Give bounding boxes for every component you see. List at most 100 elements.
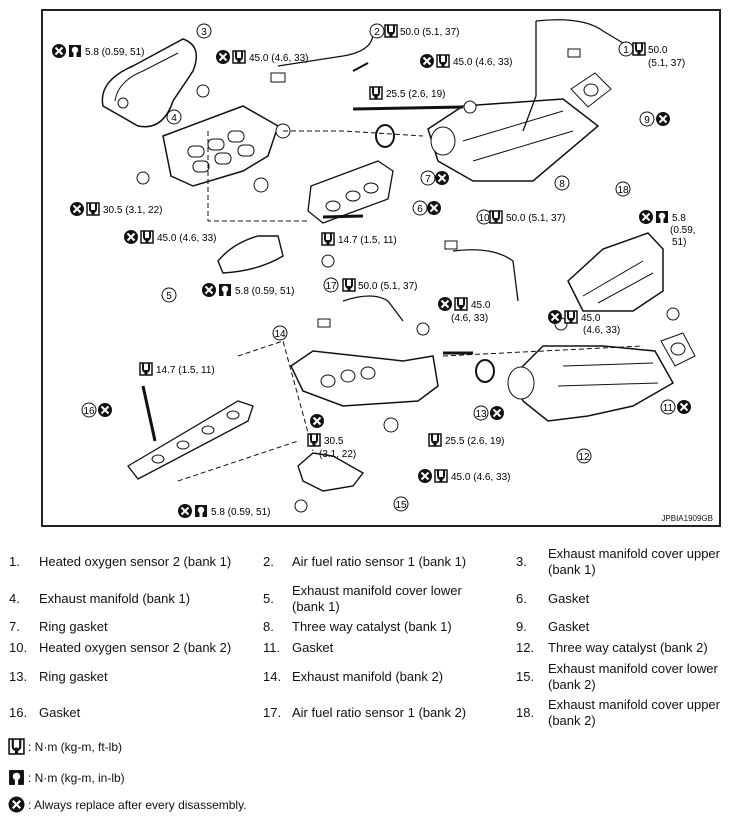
- svg-text:45.0: 45.0: [471, 300, 491, 311]
- torque-t9-nut-bank2: 30.5 (3.1, 22): [307, 433, 356, 460]
- svg-text:45.0 (4.6, 33): 45.0 (4.6, 33): [451, 472, 510, 483]
- part-name: Air fuel ratio sensor 1 (bank 2): [292, 705, 467, 720]
- part-name: Heated oxygen sensor 2 (bank 1): [39, 554, 232, 569]
- torque-t3-cover-lower-bank2: 5.8 (0.59, 51): [177, 503, 270, 519]
- part-number: 8.: [263, 619, 274, 634]
- exhaust-exploded-diagram: 1 2 3 4 5 6 7 8 9 10 11 12 13 14 15 16 1…: [41, 9, 721, 527]
- torque-t1-sensor2: 50.0 (5.1, 37): [384, 24, 459, 38]
- svg-text:5.8 (0.59, 51): 5.8 (0.59, 51): [235, 286, 294, 297]
- torque-t4-stud: 25.5 (2.6, 19): [369, 86, 445, 100]
- torque-t1-bank1-sensor1: 50.0 (5.1, 37): [632, 42, 685, 69]
- torque-t2-nut-bank2: 45.0 (4.6, 33): [417, 468, 510, 484]
- svg-text:10: 10: [478, 213, 490, 224]
- part-number: 15.: [516, 669, 535, 684]
- svg-text:51): 51): [672, 237, 686, 248]
- callout-16: 16: [81, 402, 97, 418]
- part-number: 5.: [263, 591, 274, 606]
- callout-18: 18: [615, 181, 631, 197]
- svg-text:8: 8: [559, 179, 565, 190]
- svg-text:45.0 (4.6, 33): 45.0 (4.6, 33): [157, 233, 216, 244]
- part-number: 14.: [263, 669, 282, 684]
- svg-text:5: 5: [166, 291, 172, 302]
- svg-text:14.7 (1.5, 11): 14.7 (1.5, 11): [338, 235, 397, 246]
- svg-text:(0.59,: (0.59,: [670, 225, 696, 236]
- legend-replace: : Always replace after every disassembly…: [8, 796, 247, 813]
- part-name: Air fuel ratio sensor 1 (bank 1): [292, 554, 467, 569]
- svg-text:16: 16: [83, 406, 95, 417]
- part-number: 18.: [516, 705, 535, 720]
- callout-12: 12: [576, 448, 592, 464]
- svg-text:3: 3: [201, 27, 207, 38]
- callout-10: 10: [476, 209, 492, 225]
- svg-text:45.0 (4.6, 33): 45.0 (4.6, 33): [249, 53, 308, 64]
- svg-text:7: 7: [425, 174, 431, 185]
- callout-8: 8: [554, 175, 570, 191]
- part-number: 11.: [263, 640, 281, 655]
- replace-icon: [8, 796, 25, 813]
- svg-text:25.5 (2.6, 19): 25.5 (2.6, 19): [386, 89, 445, 100]
- part-name: Gasket: [548, 591, 590, 606]
- legend-inlb: : N·m (kg-m, in-lb): [8, 769, 125, 786]
- svg-text:15: 15: [395, 500, 407, 511]
- torque-t2-lower: 45.0 (4.6, 33): [123, 229, 216, 245]
- part-name: Gasket: [548, 619, 590, 634]
- part-name: Three way catalyst (bank 1): [292, 619, 452, 634]
- svg-text:(4.6, 33): (4.6, 33): [451, 313, 488, 324]
- torque-t3-cover-upper: 5.8 (0.59, 51): [51, 43, 144, 59]
- part-number: 4.: [9, 591, 20, 606]
- svg-text:4: 4: [171, 113, 177, 124]
- callout-3: 3: [196, 23, 212, 39]
- diagram-drawing: 1 2 3 4 5 6 7 8 9 10 11 12 13 14 15 16 1…: [51, 19, 696, 519]
- part-number: 16.: [9, 705, 28, 720]
- svg-text:12: 12: [578, 452, 590, 463]
- svg-text:18: 18: [617, 185, 629, 196]
- part-number: 1.: [9, 554, 20, 569]
- svg-text:14: 14: [274, 329, 286, 340]
- torque-t7-nut-bank2: 45.0(4.6, 33): [547, 309, 620, 336]
- svg-text:6: 6: [417, 204, 423, 215]
- torque-t2-nut: 45.0 (4.6, 33): [419, 53, 512, 69]
- part-number: 6.: [516, 591, 527, 606]
- part-name: Heated oxygen sensor 2 (bank 2): [39, 640, 232, 655]
- part-name: Exhaust manifold cover upper (bank 1): [548, 546, 720, 577]
- svg-text:5.8 (0.59, 51): 5.8 (0.59, 51): [85, 47, 144, 58]
- part-name: Ring gasket: [39, 669, 108, 684]
- svg-text:5.8 (0.59, 51): 5.8 (0.59, 51): [211, 507, 270, 518]
- svg-text:13: 13: [475, 409, 487, 420]
- part-name: Three way catalyst (bank 2): [548, 640, 708, 655]
- svg-text:50.0 (5.1, 37): 50.0 (5.1, 37): [358, 281, 417, 292]
- callout-13: 13: [473, 405, 489, 421]
- legend-replace-text: : Always replace after every disassembly…: [28, 797, 247, 812]
- callout-15: 15: [393, 496, 409, 512]
- svg-text:30.5: 30.5: [324, 436, 344, 447]
- svg-text:50.0: 50.0: [648, 45, 668, 56]
- callout-6: 6: [412, 200, 428, 216]
- svg-text:9: 9: [644, 115, 650, 126]
- svg-text:(4.6, 33): (4.6, 33): [583, 325, 620, 336]
- part-name: Ring gasket: [39, 619, 108, 634]
- part-name: Exhaust manifold cover lower (bank 2): [548, 661, 718, 692]
- torque-t1-bank2-sensor1: 50.0 (5.1, 37): [342, 278, 417, 292]
- part-name: Gasket: [39, 705, 81, 720]
- torque-t3-cover-lower: 5.8 (0.59, 51): [201, 282, 294, 298]
- part-name: Exhaust manifold (bank 1): [39, 591, 191, 606]
- svg-text:2: 2: [374, 27, 380, 38]
- callout-5: 5: [161, 287, 177, 303]
- svg-text:50.0 (5.1, 37): 50.0 (5.1, 37): [400, 27, 459, 38]
- wrench-ftlb-icon: [8, 738, 25, 755]
- part-name: Exhaust manifold cover upper (bank 2): [548, 697, 720, 728]
- svg-text:45.0 (4.6, 33): 45.0 (4.6, 33): [453, 57, 512, 68]
- callout-17: 17: [323, 277, 339, 293]
- callout-7: 7: [420, 170, 436, 186]
- svg-text:17: 17: [325, 281, 337, 292]
- callout-9: 9: [639, 111, 655, 127]
- svg-text:(5.1, 37): (5.1, 37): [648, 58, 685, 69]
- part-number: 2.: [263, 554, 274, 569]
- torque-t6-stud-bank2: 14.7 (1.5, 11): [139, 362, 215, 376]
- svg-text:50.0 (5.1, 37): 50.0 (5.1, 37): [506, 213, 565, 224]
- part-number: 13.: [9, 669, 28, 684]
- legend-ftlb: : N·m (kg-m, ft-lb): [8, 738, 122, 755]
- torque-t4-stud-bank2: 25.5 (2.6, 19): [428, 433, 504, 447]
- svg-text:(3.1, 22): (3.1, 22): [319, 449, 356, 460]
- callout-1: 1: [618, 41, 634, 57]
